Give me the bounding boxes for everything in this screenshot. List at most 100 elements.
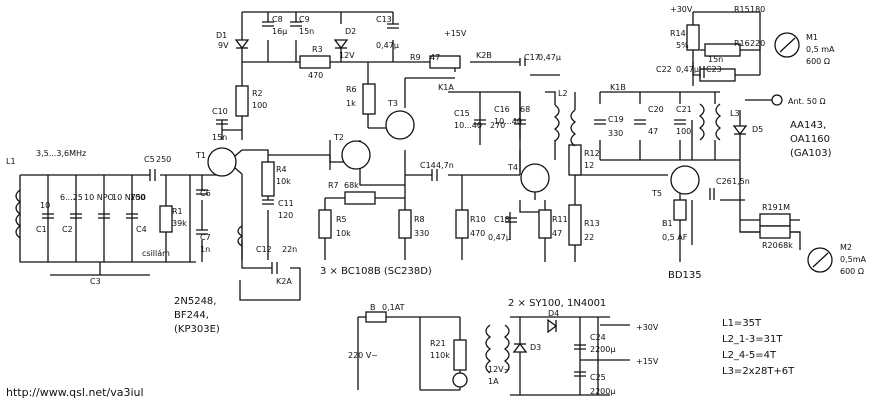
label-c26-value: 1,5n <box>732 177 750 186</box>
label-c3: C3 <box>90 277 101 286</box>
label-r20-value: 68k <box>778 241 793 250</box>
label-r21-value: 110k <box>430 351 450 360</box>
label-c25-value: 2200µ <box>590 387 615 396</box>
label-c7-value: 1n <box>200 245 210 254</box>
label-c13-value: 0,47µ <box>376 41 399 50</box>
label-c5-value: 250 <box>156 155 171 164</box>
label-r1: R1 <box>172 207 183 216</box>
label-c2b: 10 NPO <box>84 193 114 202</box>
label-r10-value: 470 <box>470 229 485 238</box>
label-r13-value: 22 <box>584 233 594 242</box>
label-r12: R12 <box>584 149 600 158</box>
label-ant: Ant. 50 Ω <box>788 97 826 106</box>
label-diode2: OA1160 <box>790 134 830 145</box>
label-b1-value: 0,5 AF <box>662 233 688 242</box>
label-c23: C23 <box>706 65 722 74</box>
label-r15: R15 <box>734 5 750 14</box>
label-d1: D1 <box>216 31 227 40</box>
label-bd135: BD135 <box>668 270 702 281</box>
label-r12-value: 12 <box>584 161 594 170</box>
label-d4: D4 <box>548 309 559 318</box>
label-c9-value: 15n <box>299 27 314 36</box>
label-r7-value: 68k <box>344 181 359 190</box>
label-c25: C25 <box>590 373 606 382</box>
label-l3: L3 <box>730 109 740 118</box>
label-c8: C8 <box>272 15 283 24</box>
label-r4: R4 <box>276 165 287 174</box>
label-c4: C4 <box>136 225 147 234</box>
label-c14-value: 4,7n <box>436 161 454 170</box>
label-c3x: 10 N750 <box>112 193 146 202</box>
label-r14-value: 5% <box>676 41 689 50</box>
label-r13: R13 <box>584 219 600 228</box>
label-c12-value: 22n <box>282 245 297 254</box>
label-r9-value: 47 <box>430 53 440 62</box>
label-plus30: +30V <box>670 5 693 14</box>
label-r11-value: 47 <box>552 229 562 238</box>
label-c4-type: csillám <box>142 249 170 258</box>
label-r9: R9 <box>410 53 421 62</box>
label-ac1a: 1A <box>488 377 499 386</box>
label-d2-value: 12V <box>339 51 355 60</box>
label-r3-value: 470 <box>308 71 323 80</box>
label-d5: D5 <box>752 125 763 134</box>
label-m1: M1 <box>806 33 818 42</box>
label-c17: C17 <box>524 53 540 62</box>
label-r4-value: 10k <box>276 177 291 186</box>
label-out30: +30V <box>636 323 659 332</box>
label-c10-value: 15n <box>212 133 227 142</box>
label-c4-value: 100 <box>130 193 145 202</box>
resistors <box>159 24 791 371</box>
label-k2a: K2A <box>276 277 292 286</box>
label-r19-value: 1M <box>778 203 790 212</box>
label-m1-value2: 600 Ω <box>806 57 830 66</box>
label-r6: R6 <box>346 85 357 94</box>
label-c5: C5 <box>144 155 155 164</box>
label-c12: C12 <box>256 245 272 254</box>
capacitors <box>42 21 715 377</box>
label-r8: R8 <box>414 215 425 224</box>
source-url: http://www.qsl.net/va3iul <box>6 386 144 399</box>
label-c20-value: 47 <box>648 127 658 136</box>
label-r19: R19 <box>762 203 778 212</box>
label-psu-title: 2 × SY100, 1N4001 <box>508 298 606 309</box>
label-c16: C16 <box>494 105 510 114</box>
label-c2-value: 6...25 <box>60 193 83 202</box>
label-m1-value: 0,5 mA <box>806 45 835 54</box>
label-m2-value: 0,5mA <box>840 255 867 264</box>
label-t3: T3 <box>387 99 398 108</box>
label-c21: C21 <box>676 105 692 114</box>
label-r6-value: 1k <box>346 99 356 108</box>
label-r11: R11 <box>552 215 568 224</box>
label-coil2: L2_1-3=31T <box>722 334 783 345</box>
label-c9: C9 <box>299 15 310 24</box>
label-c18-value: 0,47µ <box>488 233 511 242</box>
label-r5: R5 <box>336 215 347 224</box>
coils-diodes-transistors <box>15 32 833 388</box>
label-c15: C15 <box>454 109 470 118</box>
label-c22-value2: 15n <box>708 55 723 64</box>
label-c8-value: 16µ <box>272 27 287 36</box>
label-c19: C19 <box>608 115 624 124</box>
label-l1: L1 <box>6 157 16 166</box>
label-c15-value: 10...40 <box>454 121 482 130</box>
label-c6: C6 <box>200 189 211 198</box>
label-c22-value: 0,47µ <box>676 65 699 74</box>
label-b-fuse: B <box>370 303 376 312</box>
label-r20: R20 <box>762 241 778 250</box>
label-r15-value: 180 <box>750 5 765 14</box>
component-labels: D1 9V C8 16µ C9 15n D2 12V C13 0,47µ R3 … <box>6 5 867 396</box>
label-plus15: +15V <box>444 29 467 38</box>
label-fet2: BF244, <box>174 310 209 321</box>
label-c17-value: 0,47µ <box>538 53 561 62</box>
label-c24-value: 2200µ <box>590 345 615 354</box>
label-r2-value: 100 <box>252 101 267 110</box>
label-ac220: 220 V~ <box>348 351 378 360</box>
label-t2: T2 <box>333 133 344 142</box>
label-b1: B1 <box>662 219 673 228</box>
label-c22: C22 <box>656 65 672 74</box>
label-r10: R10 <box>470 215 486 224</box>
label-r5-value: 10k <box>336 229 351 238</box>
label-c19-value: 330 <box>608 129 623 138</box>
label-fet3: (KP303E) <box>174 324 220 335</box>
